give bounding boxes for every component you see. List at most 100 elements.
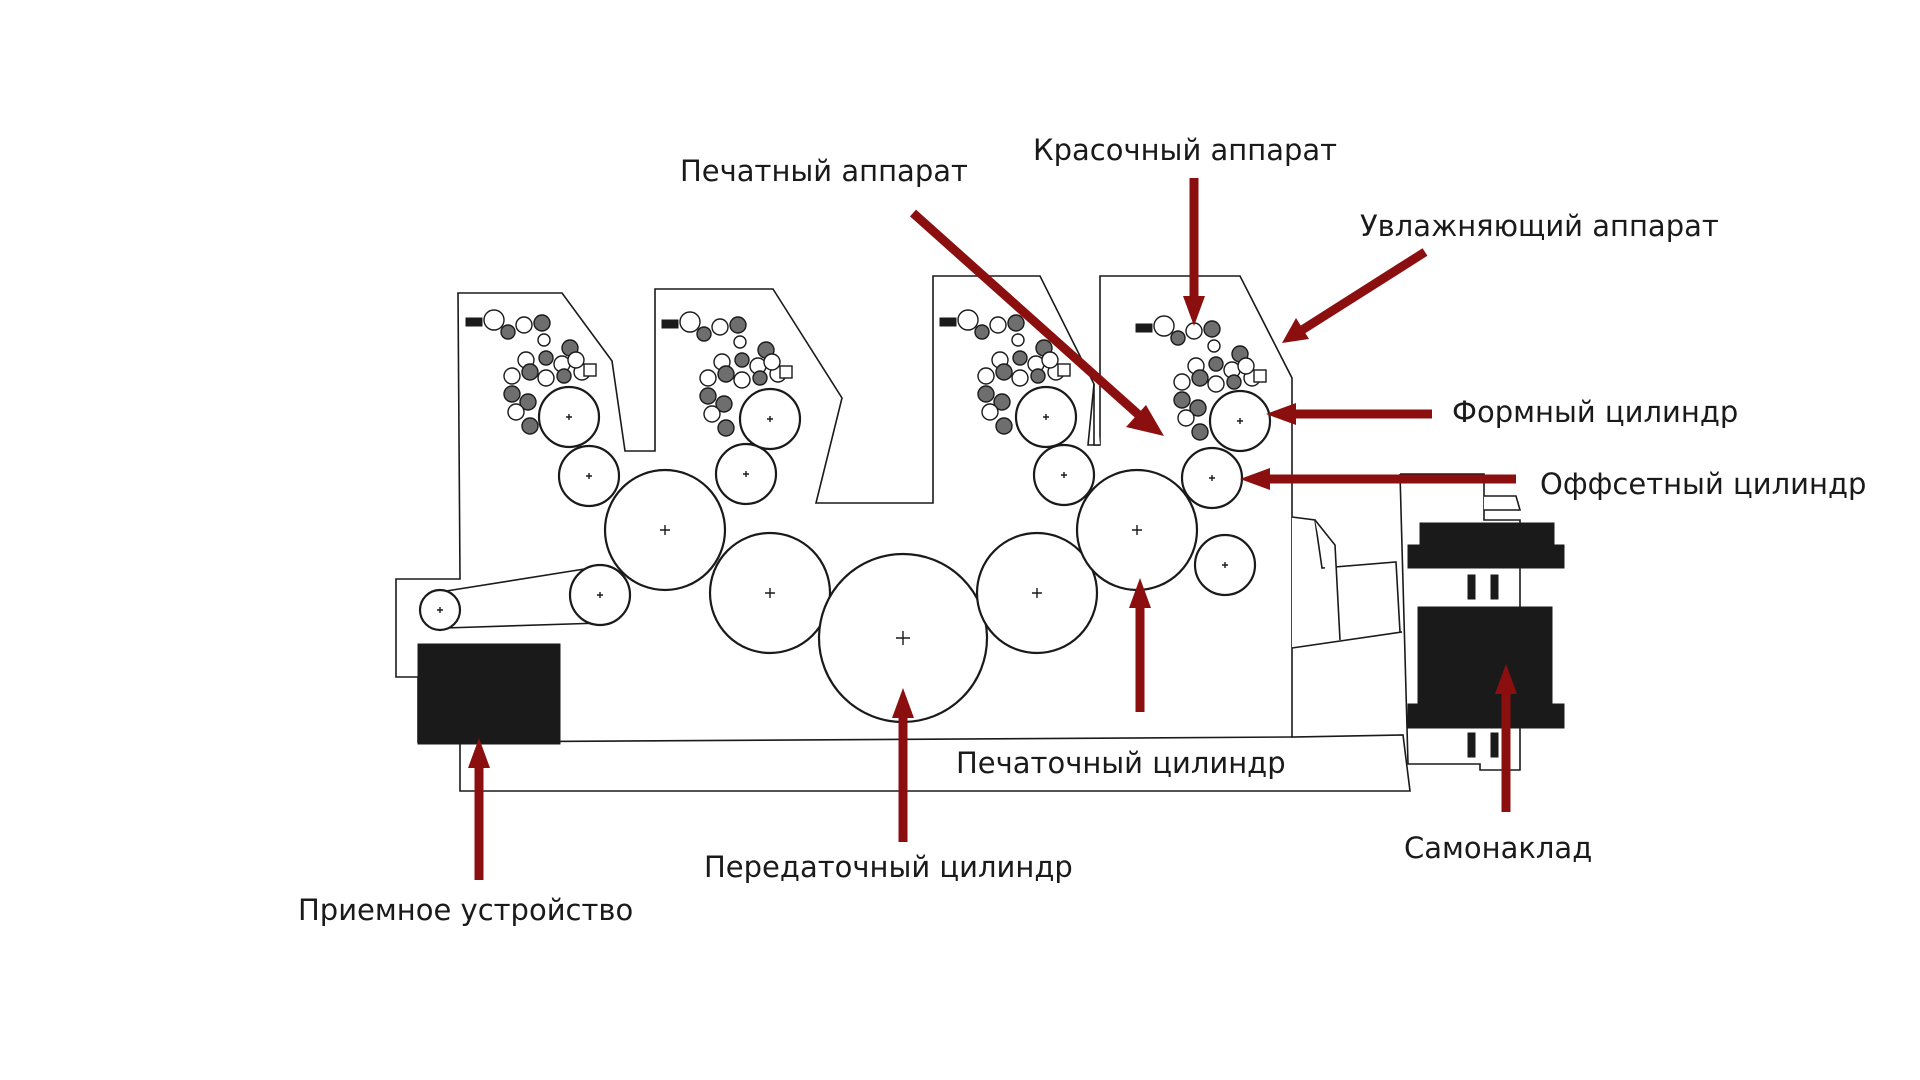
arrow-offset-cylinder <box>1240 468 1516 490</box>
feeder-post-2 <box>1490 574 1499 600</box>
ink-roller-light <box>977 367 995 385</box>
ink-roller-dark <box>521 417 539 435</box>
ink-roller-dark <box>1203 320 1221 338</box>
label-dampening-unit: Увлажняющий аппарат <box>1360 209 1719 243</box>
feeder-block <box>1407 522 1565 758</box>
delivery-pile <box>417 643 561 745</box>
ink-roller-light <box>483 309 505 331</box>
feeder-bottom-plate <box>1407 703 1565 729</box>
center-mark <box>660 525 670 535</box>
label-inking-unit: Красочный аппарат <box>1033 133 1337 167</box>
ink-roller-dark <box>699 387 717 405</box>
ink-roller-light <box>1207 375 1225 393</box>
ink-roller-dark <box>977 385 995 403</box>
ink-roller-dark <box>1170 330 1186 346</box>
ink-roller-dark <box>521 363 539 381</box>
ink-roller-dark <box>1189 399 1207 417</box>
inking-roller-train <box>1135 315 1267 441</box>
ink-roller-dark <box>717 419 735 437</box>
inking-units <box>465 309 1267 441</box>
ink-roller-light <box>1207 339 1221 353</box>
ink-roller-light <box>507 403 525 421</box>
ink-roller-dark <box>500 324 516 340</box>
center-mark <box>1061 472 1067 478</box>
label-feeder: Самонаклад <box>1404 831 1592 865</box>
arrow-impression-cylinder <box>1129 578 1151 712</box>
feeder-top-plate <box>1419 522 1555 546</box>
ink-roller-dark <box>1030 368 1046 384</box>
ink-roller-dark <box>995 363 1013 381</box>
arrow-printing-unit <box>910 209 1164 436</box>
ink-roller-light <box>679 311 701 333</box>
feeder-post-4 <box>1490 732 1499 758</box>
label-delivery-unit: Приемное устройство <box>298 893 633 927</box>
ink-roller-light <box>1177 409 1195 427</box>
frame-notch <box>1093 384 1100 446</box>
center-mark <box>1132 525 1142 535</box>
label-offset-cylinder: Оффсетный цилиндр <box>1540 467 1866 501</box>
arrow-inking-unit <box>1183 178 1205 326</box>
inking-roller-train <box>939 309 1071 435</box>
center-mark <box>765 588 775 598</box>
ink-roller-light <box>699 369 717 387</box>
center-mark <box>1222 562 1228 568</box>
dampening-pan <box>1253 369 1267 383</box>
center-mark <box>743 471 749 477</box>
ink-roller-dark <box>729 316 747 334</box>
feeder-stack-tab <box>1484 495 1522 511</box>
feeder-frame-inner <box>1314 519 1341 641</box>
ink-roller-light <box>1173 373 1191 391</box>
label-transfer-cylinder: Передаточный цилиндр <box>704 850 1073 884</box>
chain-bottom <box>444 622 602 629</box>
ink-roller-light <box>763 353 781 371</box>
cylinders <box>537 385 1272 724</box>
center-mark <box>896 631 910 645</box>
inking-roller-train <box>465 309 597 435</box>
ink-fountain-bar <box>939 317 957 327</box>
cylinder-center-marks <box>437 414 1243 645</box>
feeder-top-base <box>1407 544 1565 569</box>
ink-roller-dark <box>717 365 735 383</box>
center-mark <box>597 592 603 598</box>
inking-roller-train <box>661 311 793 437</box>
ink-roller-dark <box>538 350 554 366</box>
dampening-pan <box>779 365 793 379</box>
ink-roller-light <box>1041 351 1059 369</box>
ink-roller-light <box>515 316 533 334</box>
center-mark <box>1237 418 1243 424</box>
ink-roller-light <box>733 335 747 349</box>
ink-roller-dark <box>1191 369 1209 387</box>
ink-roller-light <box>957 309 979 331</box>
feeder-frame <box>1291 516 1403 649</box>
center-mark <box>437 607 443 613</box>
labels: Печатный аппарат Красочный аппарат Увлаж… <box>298 133 1866 927</box>
ink-roller-dark <box>995 417 1013 435</box>
ink-roller-light <box>1011 369 1029 387</box>
ink-fountain-bar <box>1135 323 1153 333</box>
arrow-transfer-cylinder <box>892 688 914 842</box>
ink-fountain-bar <box>661 319 679 329</box>
ink-roller-dark <box>533 314 551 332</box>
ink-roller-dark <box>1226 374 1242 390</box>
ink-fountain-bar <box>465 317 483 327</box>
dampening-pan <box>583 363 597 377</box>
feeder-pile <box>1417 606 1553 705</box>
arrow-delivery-unit <box>468 738 490 880</box>
arrow-plate-cylinder <box>1266 403 1432 425</box>
arrows <box>468 178 1517 880</box>
ink-roller-dark <box>556 368 572 384</box>
ink-roller-dark <box>993 393 1011 411</box>
label-plate-cylinder: Формный цилиндр <box>1452 395 1738 429</box>
ink-roller-dark <box>1191 423 1209 441</box>
ink-roller-dark <box>1012 350 1028 366</box>
ink-roller-light <box>1153 315 1175 337</box>
center-mark <box>767 416 773 422</box>
center-mark <box>1043 414 1049 420</box>
ink-roller-light <box>1011 333 1025 347</box>
feeder-post-3 <box>1467 732 1476 758</box>
ink-roller-light <box>537 333 551 347</box>
ink-roller-light <box>703 405 721 423</box>
ink-roller-light <box>503 367 521 385</box>
frame-base-line <box>459 736 1293 743</box>
